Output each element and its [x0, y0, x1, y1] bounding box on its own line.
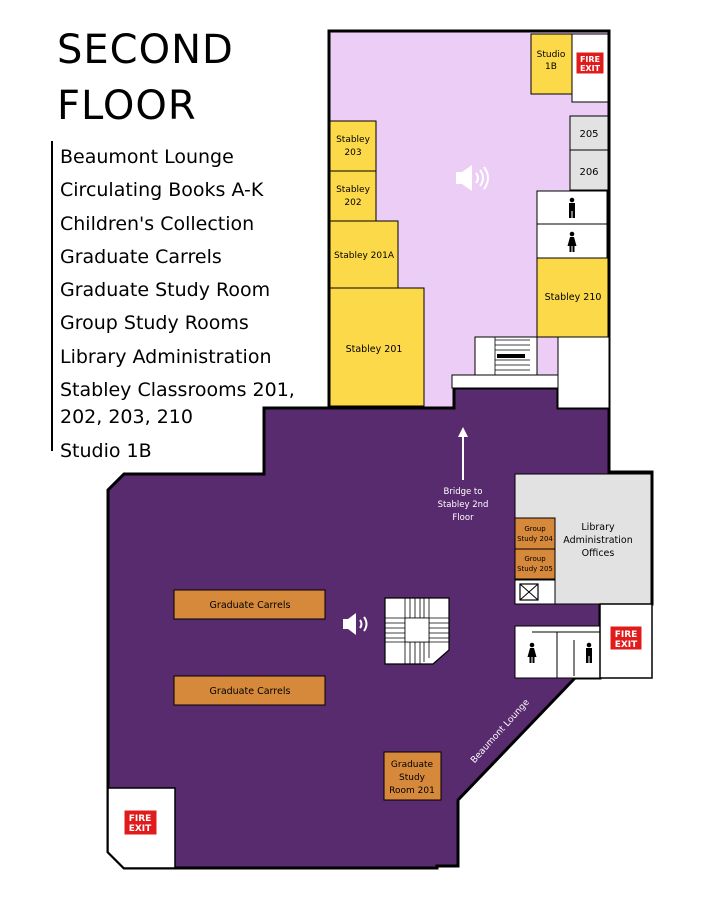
fire-exit-sign-right	[609, 625, 643, 651]
fire-exit-sign-bottom	[123, 809, 158, 836]
stabley-202-label-2: 202	[344, 198, 361, 208]
legend-item-group-study-rooms: Group Study Rooms	[60, 312, 249, 335]
stabley-201-label: Stabley 201	[346, 344, 403, 355]
legend-item-stabley-classrooms: Stabley Classrooms 201,	[60, 379, 295, 402]
group-study-205-label-2: Study 205	[517, 565, 553, 573]
stabley-202-room[interactable]	[329, 170, 377, 222]
men-icon-lower	[586, 642, 592, 663]
speaker-icon	[456, 165, 489, 191]
studio-1b-room[interactable]	[530, 33, 573, 95]
group-study-204-label-1: Group	[524, 525, 546, 533]
room-206-label: 206	[579, 167, 598, 178]
stabley-201a-label: Stabley 201A	[334, 251, 395, 261]
graduate-study-room-label-2: Study	[399, 773, 426, 783]
stabley-203-label-1: Stabley	[336, 135, 371, 145]
stairs-central-landing	[404, 617, 430, 643]
stairs-lines	[494, 337, 530, 375]
legend-item-studio-1b: Studio 1B	[60, 439, 152, 462]
fire-exit-text-top-1: FIRE	[580, 55, 600, 64]
page-title: SECOND FLOOR	[57, 22, 234, 134]
room-206[interactable]	[569, 149, 609, 191]
stabley-203-label-2: 203	[344, 148, 361, 158]
group-study-205-room[interactable]	[514, 548, 556, 580]
graduate-carrels-1-label: Graduate Carrels	[210, 600, 291, 611]
men-icon	[569, 197, 575, 218]
bridge-label-3: Floor	[452, 513, 474, 523]
women-icon-lower	[527, 642, 537, 663]
fire-exit-text-right-1: FIRE	[615, 630, 638, 640]
elevator-icon	[519, 583, 539, 601]
stabley-203-room[interactable]	[329, 120, 377, 172]
location-legend: Beaumont Lounge Circulating Books A-K Ch…	[51, 141, 295, 462]
legend-item-library-administration: Library Administration	[60, 345, 272, 368]
stabley-201a-room[interactable]	[329, 220, 399, 289]
group-study-205-label-1: Group	[524, 555, 546, 563]
room-205-label: 205	[579, 129, 598, 140]
stabley-corner-space	[557, 336, 610, 409]
stabley-210-room[interactable]	[536, 257, 609, 338]
fire-exit-text-top-2: EXIT	[580, 64, 601, 73]
legend-item-graduate-study-room: Graduate Study Room	[60, 279, 271, 302]
library-admin-label-1: Library	[581, 522, 615, 533]
arrow-up-icon	[458, 427, 468, 437]
legend-item-beaumont-lounge: Beaumont Lounge	[60, 146, 234, 168]
legend-item-childrens-collection: Children's Collection	[60, 212, 255, 235]
graduate-study-room-label-1: Graduate	[391, 760, 434, 770]
title-line-2: FLOOR	[57, 83, 197, 129]
studio-1b-label-2: 1B	[545, 62, 557, 72]
fire-exit-text-bottom-1: FIRE	[129, 814, 152, 824]
bridge-label-1: Bridge to	[444, 487, 483, 497]
women-icon	[567, 231, 577, 252]
stabley-201-room[interactable]	[329, 287, 425, 407]
graduate-study-room-201[interactable]	[383, 751, 442, 801]
title-line-1: SECOND	[57, 27, 234, 73]
library-admin-label-2: Administration	[563, 535, 633, 546]
stabley-202-label-1: Stabley	[336, 185, 371, 195]
speaker-icon-lower	[343, 613, 368, 635]
studio-1b-label-1: Studio	[537, 50, 566, 60]
graduate-study-room-label-3: Room 201	[389, 786, 435, 796]
library-admin-label-3: Offices	[582, 548, 615, 559]
legend-item-stabley-classrooms-cont: 202, 203, 210	[60, 406, 193, 429]
graduate-carrels-2-label: Graduate Carrels	[210, 686, 291, 697]
stabley-210-label: Stabley 210	[545, 292, 602, 303]
bridge-label-2: Stabley 2nd	[438, 500, 489, 510]
hallway-connector	[451, 374, 559, 389]
stairs-landing	[497, 354, 525, 358]
graduate-carrels-2[interactable]	[173, 675, 326, 706]
fire-exit-text-bottom-2: EXIT	[129, 824, 152, 834]
fire-exit-sign-top	[575, 51, 605, 75]
room-205[interactable]	[569, 115, 609, 151]
graduate-carrels-1[interactable]	[173, 589, 326, 620]
legend-item-graduate-carrels: Graduate Carrels	[60, 245, 222, 268]
group-study-204-label-2: Study 204	[517, 535, 553, 543]
group-study-204-room[interactable]	[514, 517, 556, 550]
legend-item-circulating-books: Circulating Books A-K	[60, 179, 264, 202]
fire-exit-text-right-2: EXIT	[615, 640, 638, 650]
